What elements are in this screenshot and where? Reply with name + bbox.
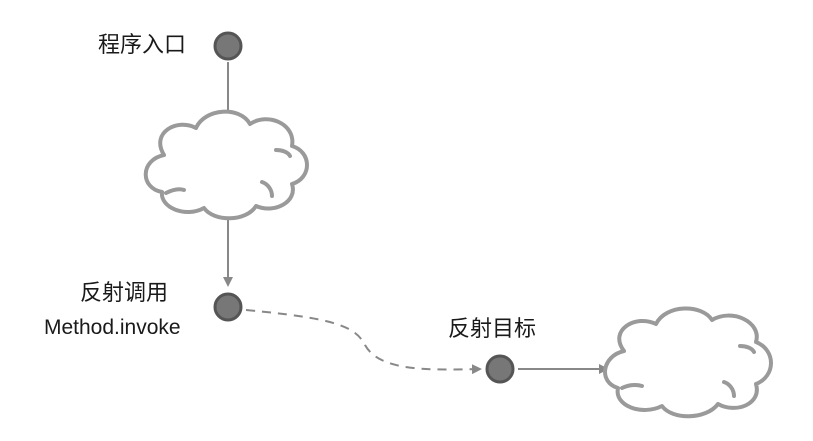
node-reflect-call: [213, 292, 243, 322]
node-entry: [213, 31, 243, 61]
label-entry: 程序入口: [98, 33, 187, 58]
label-reflect-call: 反射调用: [80, 281, 169, 306]
node-reflect-target: [485, 354, 515, 384]
label-reflect-target: 反射目标: [448, 317, 537, 342]
label-method-invoke: Method.invoke: [44, 316, 181, 339]
cloud-shape-right: [603, 306, 773, 419]
edge-reflect-call-to-target-dashed: [245, 309, 482, 375]
cloud-shape-upper: [143, 109, 309, 221]
